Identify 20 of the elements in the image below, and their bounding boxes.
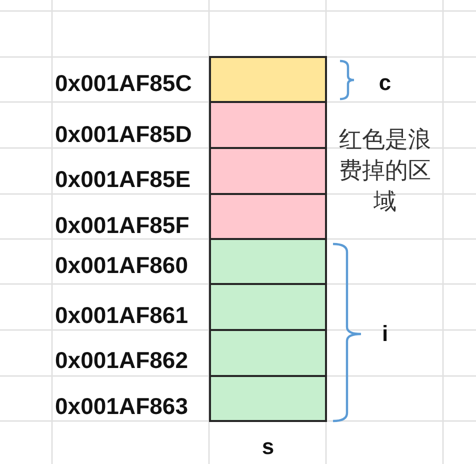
memory-cell bbox=[209, 329, 327, 377]
memory-cell bbox=[209, 101, 327, 149]
variable-label: c bbox=[378, 72, 392, 94]
memory-cell bbox=[209, 283, 327, 331]
address-label: 0x001AF85C bbox=[55, 72, 192, 95]
variable-label: i bbox=[380, 323, 390, 345]
address-label: 0x001AF860 bbox=[55, 254, 188, 277]
memory-cell bbox=[209, 375, 327, 422]
address-label: 0x001AF85D bbox=[55, 123, 192, 146]
memory-cell bbox=[209, 193, 327, 240]
memory-cell bbox=[209, 56, 327, 103]
struct-label: s bbox=[260, 436, 276, 458]
note-text: 红色是浪费掉的区域 bbox=[338, 126, 432, 216]
address-label: 0x001AF85F bbox=[55, 214, 190, 237]
address-label: 0x001AF861 bbox=[55, 304, 188, 327]
address-label: 0x001AF85E bbox=[55, 168, 191, 191]
memory-cell bbox=[209, 238, 327, 285]
address-label: 0x001AF862 bbox=[55, 349, 188, 372]
memory-cell bbox=[209, 147, 327, 195]
address-label: 0x001AF863 bbox=[55, 395, 188, 418]
